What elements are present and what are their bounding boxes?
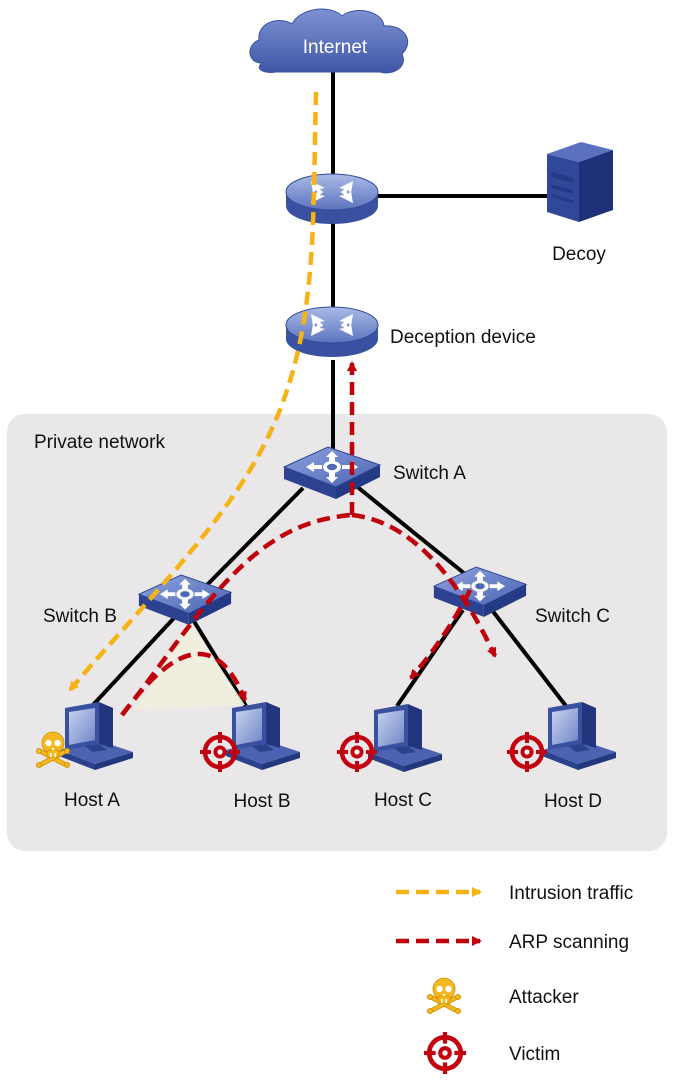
arp-scanning-paths bbox=[120, 361, 498, 717]
switch-c-label: Switch C bbox=[535, 606, 610, 627]
decoy-label: Decoy bbox=[552, 244, 606, 265]
server-icon bbox=[547, 142, 613, 222]
host-d-label: Host D bbox=[543, 791, 603, 812]
deception-device-label: Deception device bbox=[390, 327, 536, 348]
router-icon bbox=[285, 173, 379, 225]
private-network-region bbox=[7, 414, 667, 851]
legend bbox=[396, 887, 482, 1074]
cloud-icon bbox=[249, 8, 409, 74]
legend-victim-label: Victim bbox=[509, 1044, 561, 1065]
legend-intrusion-label: Intrusion traffic bbox=[509, 883, 634, 904]
switch-b-label: Switch B bbox=[43, 606, 117, 627]
legend-attacker-label: Attacker bbox=[509, 987, 579, 1008]
host-b-label: Host B bbox=[233, 791, 291, 812]
scan-highlight bbox=[135, 622, 245, 710]
switch-a-label: Switch A bbox=[393, 463, 466, 484]
internet-label: Internet bbox=[302, 37, 368, 58]
host-c-label: Host C bbox=[373, 790, 433, 811]
target-icon bbox=[424, 1032, 466, 1074]
intrusion-traffic-path bbox=[68, 91, 319, 692]
legend-arp-label: ARP scanning bbox=[509, 932, 630, 953]
private-network-label: Private network bbox=[34, 432, 165, 453]
host-a-label: Host A bbox=[64, 790, 120, 811]
skull-icon bbox=[426, 977, 462, 1015]
